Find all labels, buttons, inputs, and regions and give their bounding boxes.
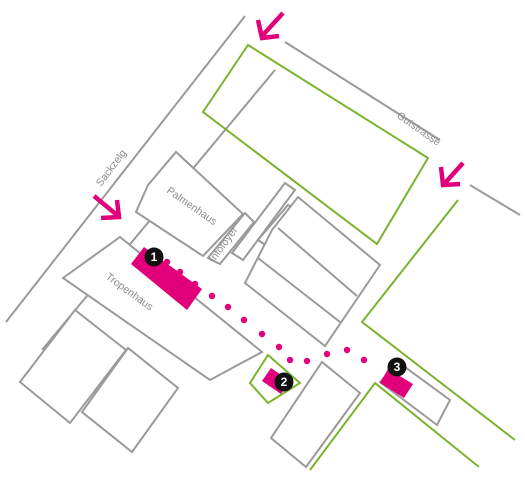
building-southwest-b <box>80 346 180 454</box>
buildings <box>18 150 452 469</box>
green-area-small <box>248 353 302 405</box>
greenhouse-east-divider-2 <box>257 257 341 323</box>
route-dot <box>163 258 171 266</box>
building-tropenhaus <box>61 235 264 382</box>
greenhouse-east-divider-1 <box>277 227 358 297</box>
entrance-arrow-icon <box>438 161 465 188</box>
road-sackzelg-left <box>5 15 246 323</box>
dotted-route <box>163 258 368 365</box>
route-dot <box>208 292 216 300</box>
route-dot <box>191 280 199 288</box>
route-dot <box>343 346 351 354</box>
route-dot <box>224 303 232 311</box>
building-south-center <box>269 360 362 469</box>
route-dot <box>258 330 266 338</box>
marker-2[interactable]: 2 <box>274 372 294 392</box>
green-area-south <box>309 381 480 471</box>
marker-1-number: 1 <box>151 250 158 264</box>
marker-3[interactable]: 3 <box>387 357 407 377</box>
building-greenhouse-east <box>243 195 382 348</box>
highlight-area-3 <box>380 369 413 398</box>
numbered-marker-icon <box>387 357 407 377</box>
route-dot <box>286 356 294 364</box>
green-area-east <box>360 199 516 441</box>
street-label-gutstrasse: Gutstrasse <box>394 110 443 149</box>
numbered-marker-icon <box>144 247 164 267</box>
route-dot <box>360 356 368 364</box>
entrance-arrow-icon <box>255 11 285 41</box>
green-area-north <box>201 43 430 246</box>
road-gutstrasse-north <box>284 41 441 141</box>
entrance-arrows <box>92 11 465 221</box>
green-areas <box>201 43 516 471</box>
numbered-marker-icon <box>274 372 294 392</box>
marker-1[interactable]: 1 <box>144 247 164 267</box>
building-infofoyer <box>206 211 256 266</box>
route-dot <box>275 343 283 351</box>
entrance-arrow-icon <box>92 194 122 221</box>
building-walkway <box>230 181 297 262</box>
route-dot <box>323 350 331 358</box>
numbered-markers: 1 2 3 <box>144 247 407 392</box>
route-dot <box>176 268 184 276</box>
route-dot <box>303 357 311 365</box>
marker-2-number: 2 <box>281 375 288 389</box>
route-dot <box>240 316 248 324</box>
marker-3-number: 3 <box>394 360 401 374</box>
street-label-sackzelg: Sackzelg <box>94 147 129 188</box>
building-palmenhaus <box>134 150 245 258</box>
road-gutstrasse-east <box>469 184 521 216</box>
